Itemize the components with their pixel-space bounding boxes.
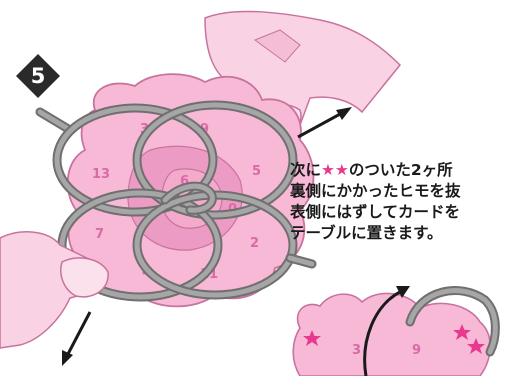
arrow-down-left-icon	[62, 311, 92, 366]
card-number: 7	[95, 227, 104, 242]
step-number: 5	[30, 64, 46, 88]
card-number: 6	[180, 174, 189, 189]
star-icon: ★★	[321, 161, 349, 179]
instruction-line-4: テーブルに置きます。	[290, 224, 443, 242]
step-badge-shape	[16, 54, 60, 98]
star-icon	[453, 324, 471, 340]
cord	[35, 100, 317, 302]
instruction-line-1-before: 次に	[290, 161, 322, 179]
star-icon	[467, 338, 485, 354]
card-number: 2	[250, 236, 259, 251]
instruction-text: 次に★★のついた2ヶ所 裏側にかかったヒモを抜 表側にはずしてカードを テーブル…	[290, 160, 518, 244]
mini-card-number: 3	[352, 343, 361, 358]
mini-card: 3 9	[292, 286, 500, 377]
card-number: 13	[92, 167, 110, 182]
arrow-right-up-icon	[297, 107, 352, 139]
instruction-line-1-after: のついた2ヶ所	[348, 161, 453, 179]
card-number: 5	[252, 164, 261, 179]
step-badge: 5	[14, 52, 62, 100]
instruction-line-2: 裏側にかかったヒモを抜	[290, 182, 461, 200]
instruction-line-3: 表側にはずしてカードを	[290, 203, 461, 221]
left-hand	[0, 231, 109, 349]
curved-arrow-icon	[363, 286, 410, 377]
mini-card-number: 9	[412, 343, 421, 358]
instruction-line-1: 次に★★のついた2ヶ所	[290, 160, 518, 181]
star-icon	[303, 330, 321, 346]
